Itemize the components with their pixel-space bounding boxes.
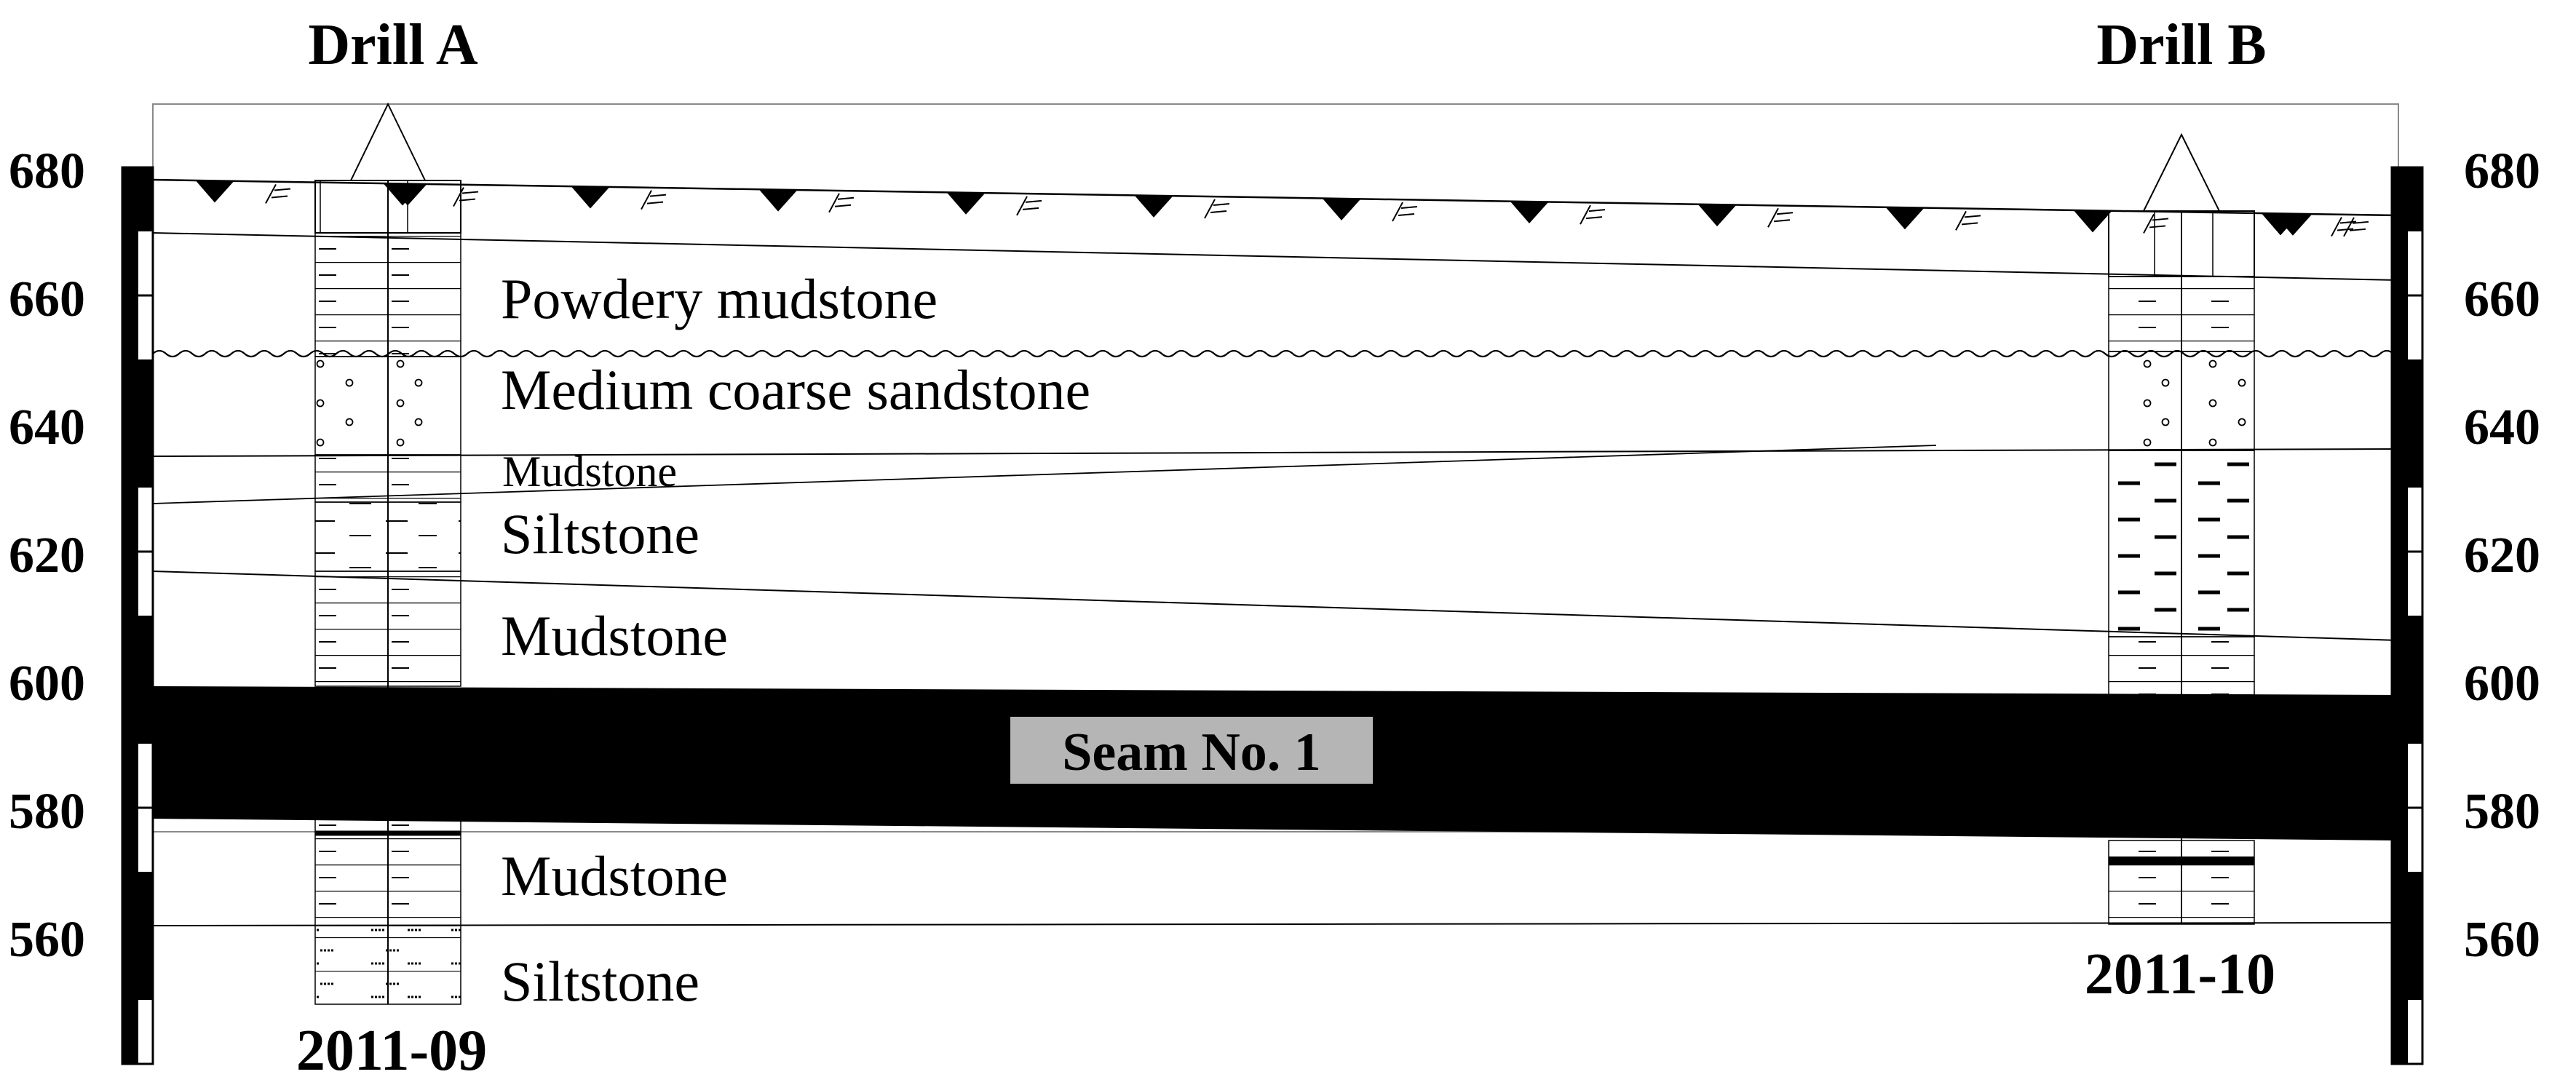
- grass-symbol-icon: [828, 193, 855, 213]
- drill-b-id: 2011-10: [2085, 942, 2275, 1006]
- terrain-triangle-icon: [947, 192, 985, 215]
- grass-symbol-icon: [2343, 217, 2369, 237]
- grass-symbol-icon: [1392, 202, 1418, 222]
- elevation-label-right-620: 620: [2464, 528, 2540, 584]
- elevation-labels-left: 680 660 640 620 600 580 560: [9, 143, 85, 968]
- elevation-label-right-580: 580: [2464, 784, 2540, 840]
- derrick-b-icon: [2143, 132, 2220, 212]
- elevation-labels-right: 680 660 640 620 600 580 560: [2464, 143, 2540, 968]
- layer-label-medium-coarse-sandstone: Medium coarse sandstone: [501, 358, 1090, 421]
- elevation-label-right-660: 660: [2464, 271, 2540, 327]
- layer-label-mudstone-lower: Mudstone: [501, 844, 728, 907]
- layer-label-thin-mudstone: Mudstone: [502, 448, 677, 496]
- borehole-column-drill-b: [2108, 210, 2255, 925]
- drill-a-id: 2011-09: [296, 1019, 487, 1083]
- siltstone-base-line: [152, 571, 2399, 641]
- grass-symbol-icon: [1204, 199, 1230, 219]
- elevation-label-left-680: 680: [9, 143, 85, 199]
- grass-symbol-icon: [1767, 207, 1794, 228]
- elevation-label-left-620: 620: [9, 528, 85, 584]
- terrain-triangle-icon: [1135, 195, 1173, 218]
- terrain-triangle-icon: [2274, 213, 2312, 236]
- elevation-label-left-640: 640: [9, 400, 85, 456]
- layer-label-powdery-mudstone: Powdery mudstone: [501, 267, 938, 330]
- elevation-scale-bar-right: [2390, 166, 2424, 1065]
- elevation-label-left-660: 660: [9, 271, 85, 327]
- elevation-label-right-640: 640: [2464, 400, 2540, 456]
- layer-label-siltstone-lower: Siltstone: [501, 950, 700, 1013]
- elevation-label-left-560: 560: [9, 912, 85, 968]
- terrain-triangle-icon: [759, 189, 797, 212]
- elevation-label-right-680: 680: [2464, 143, 2540, 199]
- terrain-triangle-icon: [571, 186, 609, 209]
- elevation-label-right-600: 600: [2464, 656, 2540, 712]
- grass-symbol-icon: [641, 190, 667, 210]
- terrain-triangle-icon: [196, 180, 234, 203]
- drill-b-title: Drill B: [2096, 13, 2266, 77]
- derrick-a-icon: [350, 102, 426, 181]
- soil-base-line: [152, 232, 2399, 281]
- terrain-triangle-icon: [1698, 204, 1736, 227]
- elevation-label-left-600: 600: [9, 656, 85, 712]
- ground-surface-line: [152, 178, 2399, 217]
- drill-a-title: Drill A: [308, 13, 478, 77]
- grass-symbol-icon: [1016, 196, 1042, 216]
- terrain-triangle-icon: [1323, 198, 1360, 220]
- elevation-label-right-560: 560: [2464, 912, 2540, 968]
- borehole-column-drill-a: [314, 180, 461, 1005]
- unconformity-line: [152, 349, 2407, 358]
- grass-symbol-icon: [2331, 217, 2357, 237]
- grass-symbol-icon: [265, 183, 291, 204]
- elevation-scale-bar-left: [121, 166, 154, 1065]
- terrain-triangle-icon: [1510, 202, 1548, 224]
- terrain-triangle-icon: [2074, 210, 2112, 233]
- lower-mudstone-base-line: [152, 922, 2399, 926]
- layer-label-mudstone-upper: Mudstone: [501, 604, 728, 667]
- layer-label-siltstone-upper: Siltstone: [501, 502, 700, 565]
- elevation-label-left-580: 580: [9, 784, 85, 840]
- terrain-triangle-icon: [1886, 207, 1924, 230]
- seam-label: Seam No. 1: [1062, 723, 1321, 782]
- layer-labels: Powdery mudstone Medium coarse sandstone…: [501, 267, 1090, 1013]
- grass-symbol-icon: [1580, 204, 1606, 225]
- grass-symbol-icon: [1955, 210, 1981, 231]
- seam-label-background: [1010, 717, 1373, 784]
- surface-terrain-symbols: [196, 180, 2369, 237]
- sandstone-base-line: [152, 448, 2399, 457]
